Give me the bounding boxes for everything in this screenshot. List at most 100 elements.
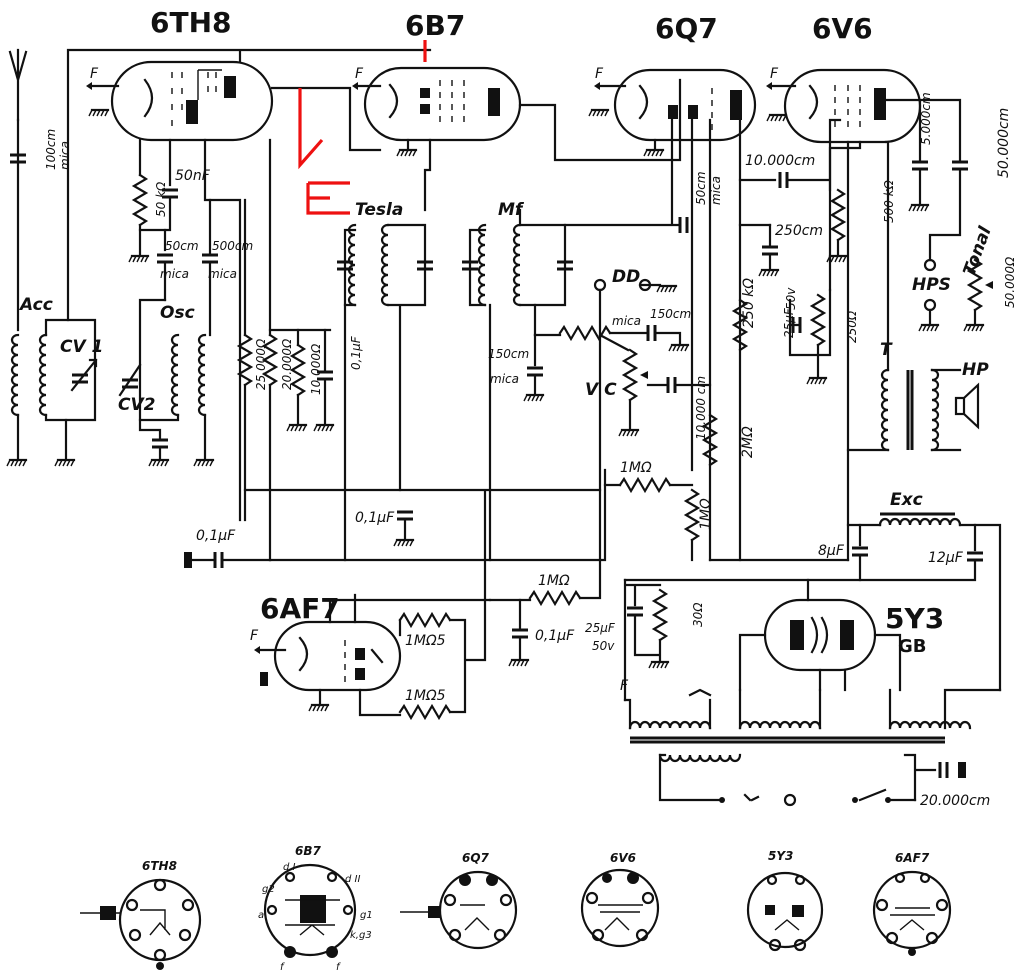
label-t: T: [880, 340, 893, 360]
capacitor-20000cm: [938, 760, 949, 780]
socket-6q7: 6Q7: [400, 851, 518, 950]
label-mica-ant: mica: [58, 141, 72, 170]
label-dd: DD: [612, 267, 640, 287]
label-30ohm: 30Ω: [691, 602, 705, 627]
label-1m-b: 1MΩ: [698, 498, 714, 530]
label-tesla: Tesla: [355, 200, 403, 220]
label-hp: HP: [962, 360, 989, 380]
resistor-500k: [830, 188, 846, 242]
acc-coil-secondary: [38, 333, 48, 417]
label-mica-osc1: mica: [160, 267, 189, 281]
label-1m5-a: 1MΩ5: [405, 633, 446, 649]
tesla-coil-2: [380, 223, 390, 307]
label-250ohm: 250Ω: [845, 310, 859, 343]
ptx-secondary-heater: [628, 720, 712, 730]
label-1m-c: 1MΩ: [538, 573, 570, 589]
label-mica-osc2: mica: [208, 267, 237, 281]
label-20k: 20.000Ω: [280, 338, 294, 390]
label-150cm-1: 150cm: [650, 307, 691, 321]
ground-symbol: [5, 458, 28, 468]
label-hps: HPS: [912, 275, 951, 295]
ptx-secondary-hv: [738, 720, 822, 730]
resistor-1m-c: [528, 590, 582, 606]
label-f-6th8: F: [90, 66, 99, 82]
pin-label-g1: g1: [360, 910, 373, 921]
socket-6v6: 6V6: [580, 851, 660, 948]
pin-label-d2: d II: [345, 874, 360, 885]
pin-label-f2: f: [336, 962, 341, 973]
tube-title-6af7: 6AF7: [260, 592, 340, 625]
pin-label-d1: d I: [283, 862, 296, 873]
label-500cm: 500cm: [212, 239, 253, 253]
socket-label-6q7: 6Q7: [462, 851, 490, 865]
label-50k: 50 kΩ: [154, 181, 168, 217]
label-250k: 250 kΩ: [741, 278, 757, 328]
input-jack-icon: [184, 552, 192, 568]
socket-label-6af7: 6AF7: [895, 851, 930, 865]
voltage-selector: [783, 793, 797, 807]
power-switch: [858, 788, 887, 802]
osc-coil-1: [170, 333, 180, 417]
resistor-1m-b: [684, 488, 700, 542]
resistor-50k: [132, 173, 148, 227]
label-2m: 2MΩ: [740, 426, 756, 458]
tube-title-6th8: 6TH8: [150, 6, 232, 39]
socket-5y3: 5Y3: [746, 849, 824, 952]
label-tonal: Tonal: [960, 223, 996, 278]
label-01uf-4: 0,1μF: [535, 628, 575, 644]
ptx-secondary-rect-heater: [888, 720, 972, 730]
label-50000cm: 50.000cm: [996, 108, 1012, 178]
label-mf: Mf: [498, 200, 525, 220]
socket-label-6v6: 6V6: [610, 851, 636, 865]
tube-title-6q7: 6Q7: [655, 12, 718, 45]
label-20000cm: 20.000cm: [920, 793, 990, 809]
antenna-icon: [8, 48, 28, 122]
tube-6b7: [363, 66, 522, 142]
pin-label-a: a: [258, 910, 264, 921]
label-50v-b: 50v: [592, 639, 615, 653]
label-vc: V C: [585, 380, 617, 400]
label-cv1: CV 1: [60, 337, 103, 357]
tube-6af7: [273, 620, 402, 692]
tube-6v6: [783, 68, 922, 144]
label-f-6af7: F: [250, 628, 259, 644]
label-50cm: 50cm: [165, 239, 199, 253]
osc-coil-2: [197, 333, 207, 417]
label-10000cm-v: 10.000 cm: [694, 376, 708, 440]
ptx-primary: [658, 753, 742, 763]
exc-coil: [878, 517, 962, 527]
pin-label-f1: f: [280, 962, 285, 973]
output-transformer-secondary: [930, 368, 940, 452]
label-10000cm: 10.000cm: [745, 153, 815, 169]
label-10k: 10.000Ω: [309, 343, 323, 395]
label-osc: Osc: [160, 303, 195, 323]
label-1m-a: 1MΩ: [620, 460, 652, 476]
label-f-6q7: F: [595, 66, 604, 82]
label-f-ptx: F: [620, 678, 629, 694]
socket-6th8: 6TH8: [80, 859, 202, 970]
speaker-icon: [954, 382, 980, 430]
tube-subtitle-gb: GB: [898, 636, 927, 657]
label-25uf-b: 25μF: [585, 621, 616, 635]
resistor-1m5-b: [398, 704, 452, 720]
label-50000ohm: 50.000Ω: [1003, 256, 1017, 308]
potentiometer-vc: [622, 348, 638, 402]
red-annotation: [298, 40, 427, 215]
socket-label-5y3: 5Y3: [768, 849, 793, 863]
label-mica-3: mica: [612, 314, 641, 328]
acc-coil-primary: [10, 333, 20, 417]
label-acc: Acc: [18, 295, 53, 315]
label-mica-4: mica: [490, 372, 519, 386]
label-50v: 50v: [784, 287, 798, 310]
label-250cm: 250cm: [775, 223, 823, 239]
tube-5y3: [763, 598, 877, 672]
label-cv2: CV2: [118, 395, 155, 415]
label-25uf: 25μF: [782, 307, 796, 338]
pin-label-kg3: k,g3: [350, 930, 372, 941]
tube-6th8-anode-wire: [270, 86, 382, 152]
tube-title-5y3: 5Y3: [885, 602, 944, 635]
resistor-30: [652, 588, 668, 642]
label-01uf-3: 0,1μF: [196, 528, 236, 544]
tube-title-6v6: 6V6: [812, 12, 873, 45]
